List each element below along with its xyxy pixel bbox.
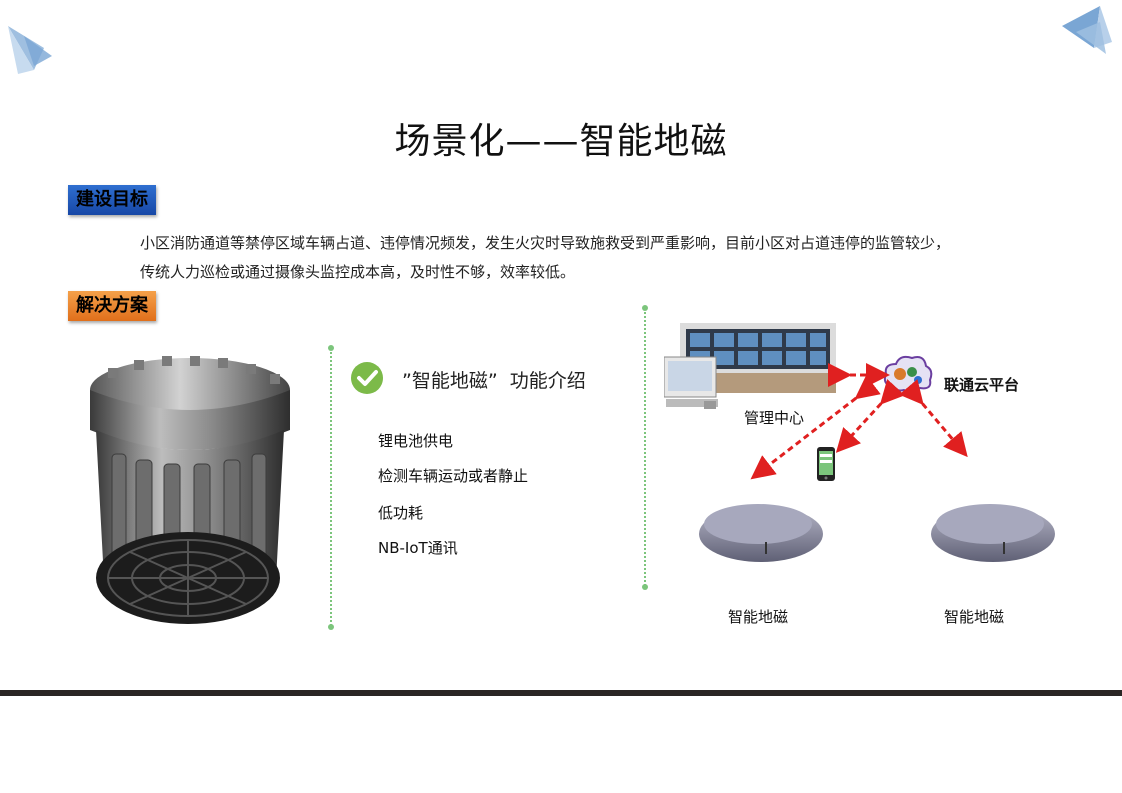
connection-arrows xyxy=(750,363,968,480)
goal-paragraph: 小区消防通道等禁停区域车辆占道、违停情况频发，发生火灾时导致施救受到严重影响，目… xyxy=(140,229,1040,287)
divider-right-dot-bottom xyxy=(642,584,648,590)
divider-left-dot-top xyxy=(328,345,334,351)
corner-decoration-right xyxy=(1062,6,1112,54)
divider-left xyxy=(330,348,332,626)
sensor-label-left: 智能地磁 xyxy=(728,608,789,626)
feature-heading: ”智能地磁” 功能介绍 xyxy=(402,370,586,392)
goal-line-2: 传统人力巡检或通过摄像头监控成本高，及时性不够，效率较低。 xyxy=(140,263,576,281)
goal-line-1: 小区消防通道等禁停区域车辆占道、违停情况频发，发生火灾时导致施救受到严重影响，目… xyxy=(140,234,951,252)
magnetic-sensor-housing-image xyxy=(90,356,290,624)
feature-item-detection: 检测车辆运动或者静止 xyxy=(378,467,529,485)
page-title: 场景化——智能地磁 xyxy=(394,121,728,162)
sensor-label-right: 智能地磁 xyxy=(944,608,1005,626)
section-tag-goal: 建设目标 xyxy=(68,185,156,215)
divider-right-dot-top xyxy=(642,305,648,311)
divider-left-dot-bottom xyxy=(328,624,334,630)
feature-item-low-power: 低功耗 xyxy=(378,504,424,522)
corner-decoration-left xyxy=(8,26,52,74)
sensor-puck-right-image xyxy=(931,504,1055,562)
section-tag-solution: 解决方案 xyxy=(68,291,156,321)
sensor-puck-left-image xyxy=(699,504,823,562)
bottom-rule xyxy=(0,690,1122,696)
feature-item-nbiot: NB-IoT通讯 xyxy=(378,539,458,557)
divider-right xyxy=(644,308,646,586)
check-circle-icon xyxy=(351,362,383,394)
feature-item-battery: 锂电池供电 xyxy=(378,432,454,450)
